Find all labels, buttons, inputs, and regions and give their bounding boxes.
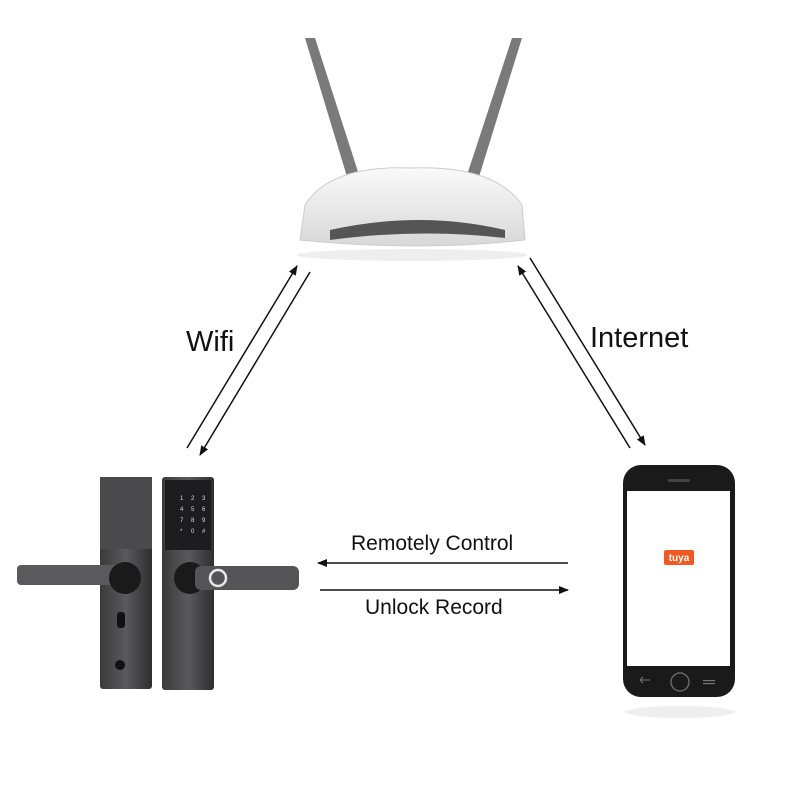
unlock-record-label: Unlock Record	[365, 596, 503, 619]
keypad-key: 9	[202, 518, 206, 524]
wifi-arrows	[186, 265, 311, 456]
keypad-key: #	[202, 529, 206, 535]
keypad-key: 2	[191, 496, 195, 502]
svg-text:tuya: tuya	[669, 553, 690, 564]
keypad-key: 5	[191, 507, 195, 513]
keypad-key: 0	[191, 529, 195, 535]
keypad-key: 1	[180, 496, 184, 502]
internet-label: Internet	[590, 322, 689, 354]
keypad-key: *	[180, 529, 183, 535]
smartphone-image: tuya	[623, 465, 735, 718]
internet-arrows	[517, 257, 646, 449]
keypad-key: 8	[191, 518, 195, 524]
router-image	[297, 38, 527, 261]
keypad-key: 4	[180, 507, 184, 513]
tuya-logo	[664, 550, 694, 565]
remotely-control-label: Remotely Control	[351, 532, 514, 555]
keypad-key: 3	[202, 496, 206, 502]
keypad-key: 7	[180, 518, 184, 524]
wifi-label: Wifi	[186, 326, 235, 358]
smart-lock-image: 1 2 3 4 5 6 7 8 9 * 0 #	[17, 477, 299, 690]
keypad-key: 6	[202, 507, 206, 513]
